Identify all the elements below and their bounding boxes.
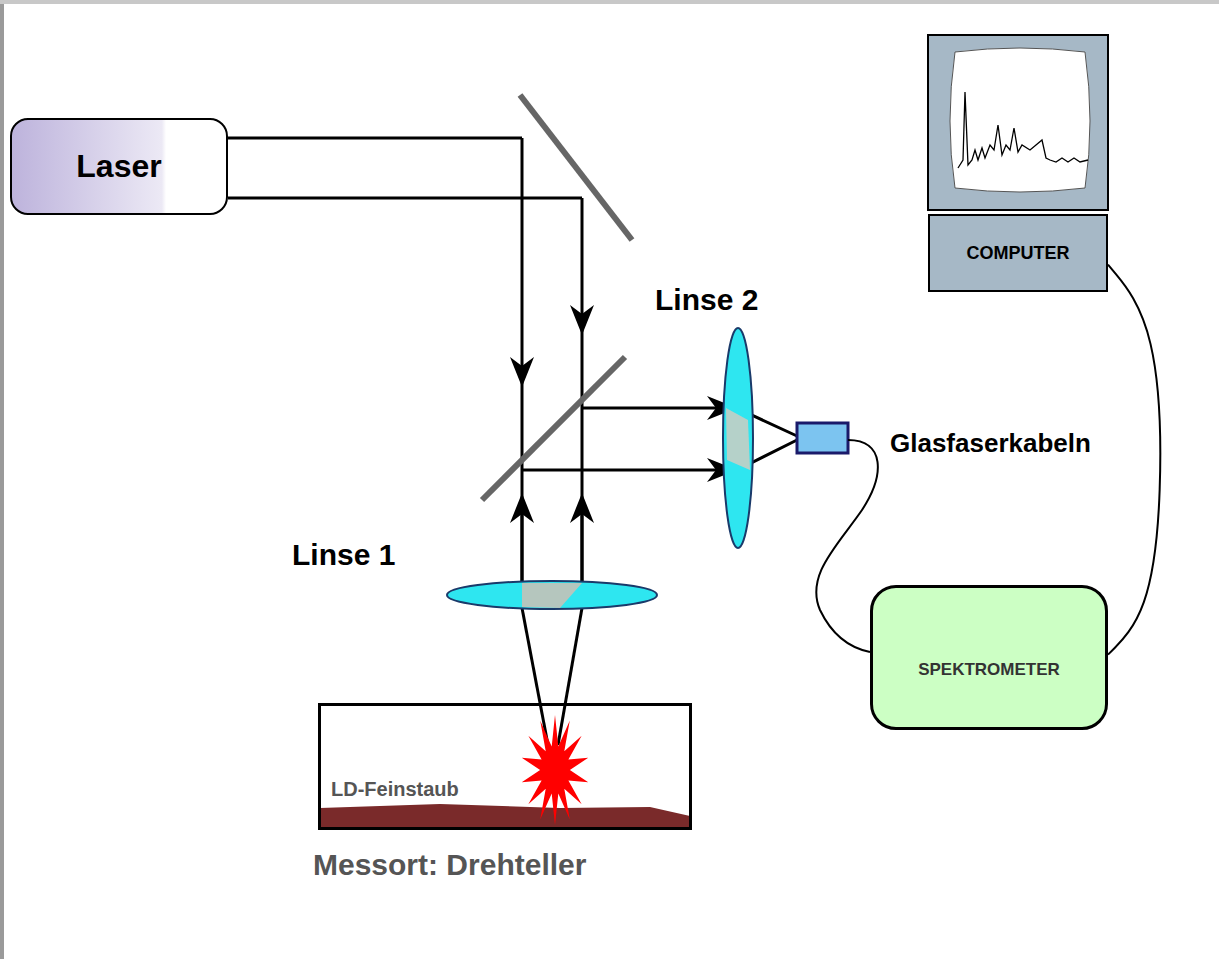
edge-band — [0, 0, 4, 959]
lens-2 — [723, 328, 753, 548]
laser-box: Laser — [10, 118, 228, 215]
lens-label: Linse 1 — [292, 538, 395, 572]
laser-beam — [228, 138, 797, 745]
beam-splitter — [482, 357, 625, 500]
edge-band — [0, 0, 1219, 4]
monitor — [928, 35, 1108, 210]
computer-box: COMPUTER — [928, 214, 1108, 292]
node-text: COMPUTER — [967, 243, 1070, 264]
fine-dust — [320, 804, 690, 828]
lens-label: Linse 2 — [655, 283, 758, 317]
spectrometer-box: SPEKTROMETER — [870, 585, 1108, 730]
cable — [1108, 265, 1160, 655]
node-text: SPEKTROMETER — [918, 660, 1060, 680]
fibre-connector — [797, 423, 848, 453]
location-caption: Messort: Drehteller — [313, 848, 586, 882]
node-text: LD-Feinstaub — [331, 778, 459, 801]
sample-container: LD-Feinstaub — [318, 703, 692, 830]
cable-label: Glasfaserkabeln — [890, 428, 1091, 459]
fibre-cable — [816, 440, 878, 652]
plasma-spark — [522, 715, 588, 825]
lens-1 — [447, 581, 657, 609]
node-text: Laser — [76, 148, 161, 185]
mirror — [520, 95, 632, 240]
